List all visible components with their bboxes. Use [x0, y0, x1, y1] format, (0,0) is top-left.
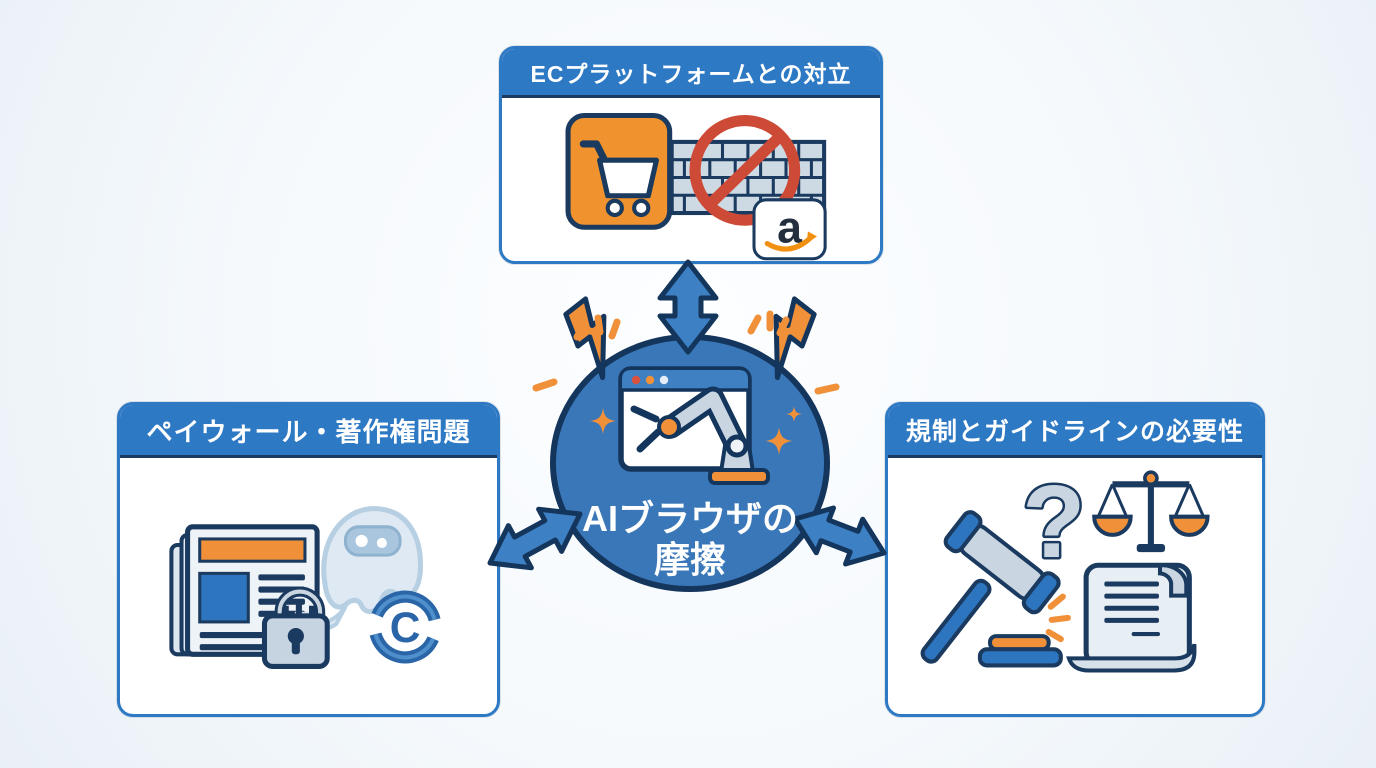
impact-dashes	[1045, 593, 1071, 643]
lightning-icon-right	[773, 296, 817, 381]
card-ec-platform-body: a	[502, 98, 880, 261]
window-dot-orange	[645, 375, 655, 385]
hub-label-line1: AIブラウザの	[582, 498, 798, 539]
double-arrow-right	[792, 505, 887, 567]
card-paywall-copyright-body: C	[120, 458, 497, 714]
window-dot-white	[659, 375, 669, 385]
regulation-illustration: ?	[920, 462, 1210, 673]
card-paywall-copyright-title: ペイウォール・著作権問題	[120, 405, 497, 458]
card-ec-platform: ECプラットフォームとの対立	[499, 46, 883, 264]
robot-arm-icon	[630, 386, 770, 485]
shopping-cart-icon	[565, 112, 673, 230]
copyright-icon: C	[368, 590, 442, 664]
double-arrow-top	[657, 259, 719, 355]
question-mark-icon: ?	[1022, 464, 1085, 579]
hub-label-line2: 摩擦	[654, 539, 726, 580]
paywall-illustration: C	[169, 506, 442, 669]
spark-dashes	[532, 310, 840, 395]
prohibition-icon	[689, 114, 801, 226]
card-regulation-title: 規制とガイドラインの必要性	[888, 405, 1262, 458]
lightning-icon-left	[563, 296, 607, 381]
robot-claw	[630, 405, 662, 453]
card-regulation-body: ?	[888, 458, 1262, 714]
copyright-letter: C	[390, 605, 421, 652]
sparkle-icons	[590, 406, 802, 455]
card-regulation: 規制とガイドラインの必要性 ?	[885, 402, 1265, 717]
padlock-icon	[261, 586, 330, 669]
double-arrow-left	[487, 506, 583, 571]
ec-platform-illustration: a	[565, 112, 827, 261]
gavel-icon	[920, 510, 1071, 668]
window-dot-red	[631, 375, 641, 385]
card-ec-platform-title: ECプラットフォームとの対立	[502, 49, 880, 98]
browser-window-icon	[618, 366, 752, 472]
scroll-icon	[1066, 562, 1197, 673]
amazon-logo: a	[752, 198, 827, 261]
hub-circle	[550, 334, 830, 592]
scales-icon	[1092, 470, 1210, 553]
card-paywall-copyright: ペイウォール・著作権問題	[117, 402, 500, 717]
